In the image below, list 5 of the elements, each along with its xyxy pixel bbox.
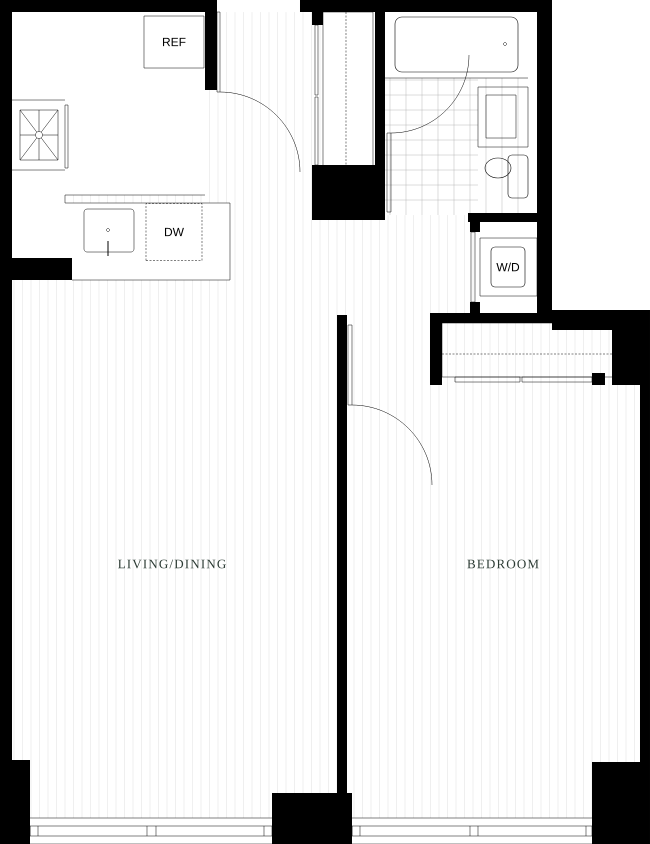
dishwasher-box: DW [146, 203, 202, 261]
refrigerator-box: REF [144, 16, 204, 68]
room-label: LIVING/DINING [118, 560, 226, 568]
room-label: BEDROOM [467, 560, 539, 568]
washer-dryer-box: W/D [490, 246, 526, 288]
